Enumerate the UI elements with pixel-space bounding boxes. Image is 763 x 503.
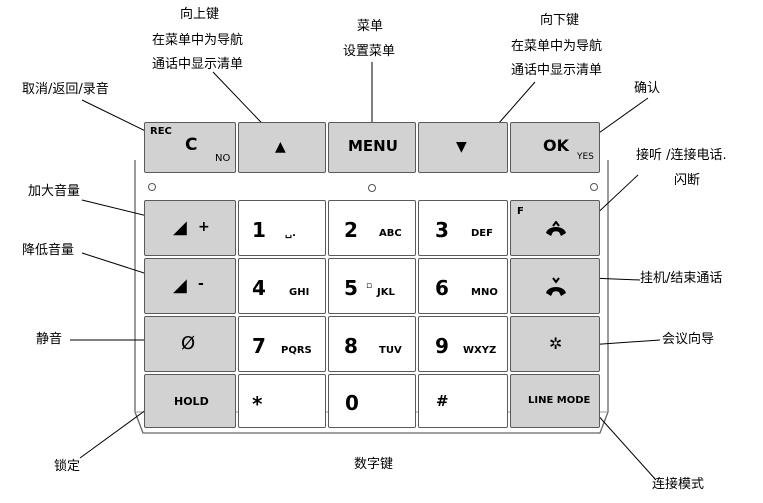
ok-button[interactable]: OK YES — [510, 122, 600, 173]
digit-label: 7 — [252, 334, 266, 358]
digit-label: 9 — [435, 334, 449, 358]
key-0[interactable]: 0 — [328, 374, 416, 428]
conference-button[interactable]: ✲ — [510, 316, 600, 372]
down-menu-nav-caption: 在菜单中为导航 — [511, 39, 603, 54]
digit-label: 3 — [435, 218, 449, 242]
flash-caption: 闪断 — [674, 173, 701, 188]
menu-title-caption: 菜单 — [357, 19, 384, 34]
rec-label: REC — [150, 126, 172, 137]
menu-button[interactable]: MENU — [328, 122, 416, 173]
mute-caption: 静音 — [36, 332, 63, 347]
letters-label: ABC — [379, 228, 402, 239]
menu-key-label: MENU — [348, 137, 398, 155]
answer-button[interactable]: F — [510, 200, 600, 256]
no-label: NO — [215, 153, 231, 164]
letters-label: WXYZ — [463, 345, 497, 356]
letters-label: DEF — [471, 228, 493, 239]
digit-label: 1 — [252, 218, 266, 242]
key-hash[interactable]: # — [418, 374, 508, 428]
minus-icon: - — [198, 276, 204, 292]
up-arrow-icon: ▲ — [275, 139, 286, 155]
volume-down-caption: 降低音量 — [22, 243, 75, 258]
answer-caption: 接听 /连接电话. — [636, 148, 727, 163]
hold-key-label: HOLD — [174, 395, 209, 408]
down-arrow-icon: ▼ — [456, 139, 467, 155]
letters-label: JKL — [377, 287, 395, 298]
confirm-caption: 确认 — [634, 81, 661, 96]
digit-label: 6 — [435, 276, 449, 300]
key-9[interactable]: 9 WXYZ — [418, 316, 508, 372]
key-5[interactable]: 5 ▫ JKL — [328, 258, 416, 314]
digit-label: 5 — [344, 276, 358, 300]
conference-icon: ✲ — [549, 334, 563, 353]
flash-label: F — [517, 206, 524, 217]
conference-caption: 会议向导 — [662, 332, 715, 347]
mute-button[interactable]: Ø — [144, 316, 236, 372]
key-8[interactable]: 8 TUV — [328, 316, 416, 372]
hangup-button[interactable] — [510, 258, 600, 314]
indicator-led-center — [368, 184, 376, 192]
digit-label: 2 — [344, 218, 358, 242]
cancel-button[interactable]: REC C NO — [144, 122, 236, 173]
yes-label: YES — [577, 152, 594, 162]
menu-setup-caption: 设置菜单 — [343, 44, 396, 59]
down-key-caption: 向下键 — [540, 13, 580, 28]
volume-up-button[interactable]: ◢ + — [144, 200, 236, 256]
letters-label: PQRS — [281, 345, 312, 356]
line-mode-caption: 连接模式 — [652, 477, 705, 492]
key-7[interactable]: 7 PQRS — [238, 316, 326, 372]
numeric-keys-caption: 数字键 — [354, 457, 394, 472]
digit-label: * — [252, 392, 263, 416]
up-call-clear-caption: 通话中显示清单 — [152, 57, 244, 72]
letters-label: MNO — [471, 287, 498, 298]
handset-answer-icon — [546, 221, 566, 236]
hold-caption: 锁定 — [54, 459, 81, 474]
key-star[interactable]: * — [238, 374, 326, 428]
hold-button[interactable]: HOLD — [144, 374, 236, 428]
volume-wedge-icon: ◢ — [173, 275, 187, 296]
up-key-caption: 向上键 — [180, 7, 220, 22]
key-6[interactable]: 6 MNO — [418, 258, 508, 314]
cancel-caption: 取消/返回/录音 — [22, 82, 109, 97]
tactile-dot-icon: ▫ — [366, 281, 373, 291]
key-3[interactable]: 3 DEF — [418, 200, 508, 256]
volume-up-caption: 加大音量 — [28, 184, 81, 199]
letters-label: GHI — [289, 287, 310, 298]
indicator-led-left — [148, 183, 156, 191]
digit-label: 8 — [344, 334, 358, 358]
down-arrow-button[interactable]: ▼ — [418, 122, 508, 173]
line-mode-button[interactable]: LINE MODE — [510, 374, 600, 428]
volume-down-button[interactable]: ◢ - — [144, 258, 236, 314]
handset-hangup-icon — [546, 277, 566, 296]
digit-label: 4 — [252, 276, 266, 300]
letters-label: TUV — [379, 345, 402, 356]
mute-icon: Ø — [181, 333, 196, 354]
ok-key-label: OK — [543, 136, 569, 155]
key-2[interactable]: 2 ABC — [328, 200, 416, 256]
letters-label: ␣. — [285, 228, 296, 239]
key-4[interactable]: 4 GHI — [238, 258, 326, 314]
hangup-caption: 挂机/结束通话 — [640, 271, 723, 286]
down-call-clear-caption: 通话中显示清单 — [511, 63, 603, 78]
cancel-key-label: C — [185, 135, 198, 155]
plus-icon: + — [198, 219, 210, 235]
indicator-led-right — [590, 183, 598, 191]
digit-label: # — [436, 392, 449, 410]
key-1[interactable]: 1 ␣. — [238, 200, 326, 256]
line-mode-key-label: LINE MODE — [528, 395, 591, 406]
up-menu-nav-caption: 在菜单中为导航 — [152, 33, 244, 48]
digit-label: 0 — [345, 391, 359, 415]
volume-wedge-icon: ◢ — [173, 217, 187, 238]
up-arrow-button[interactable]: ▲ — [238, 122, 326, 173]
